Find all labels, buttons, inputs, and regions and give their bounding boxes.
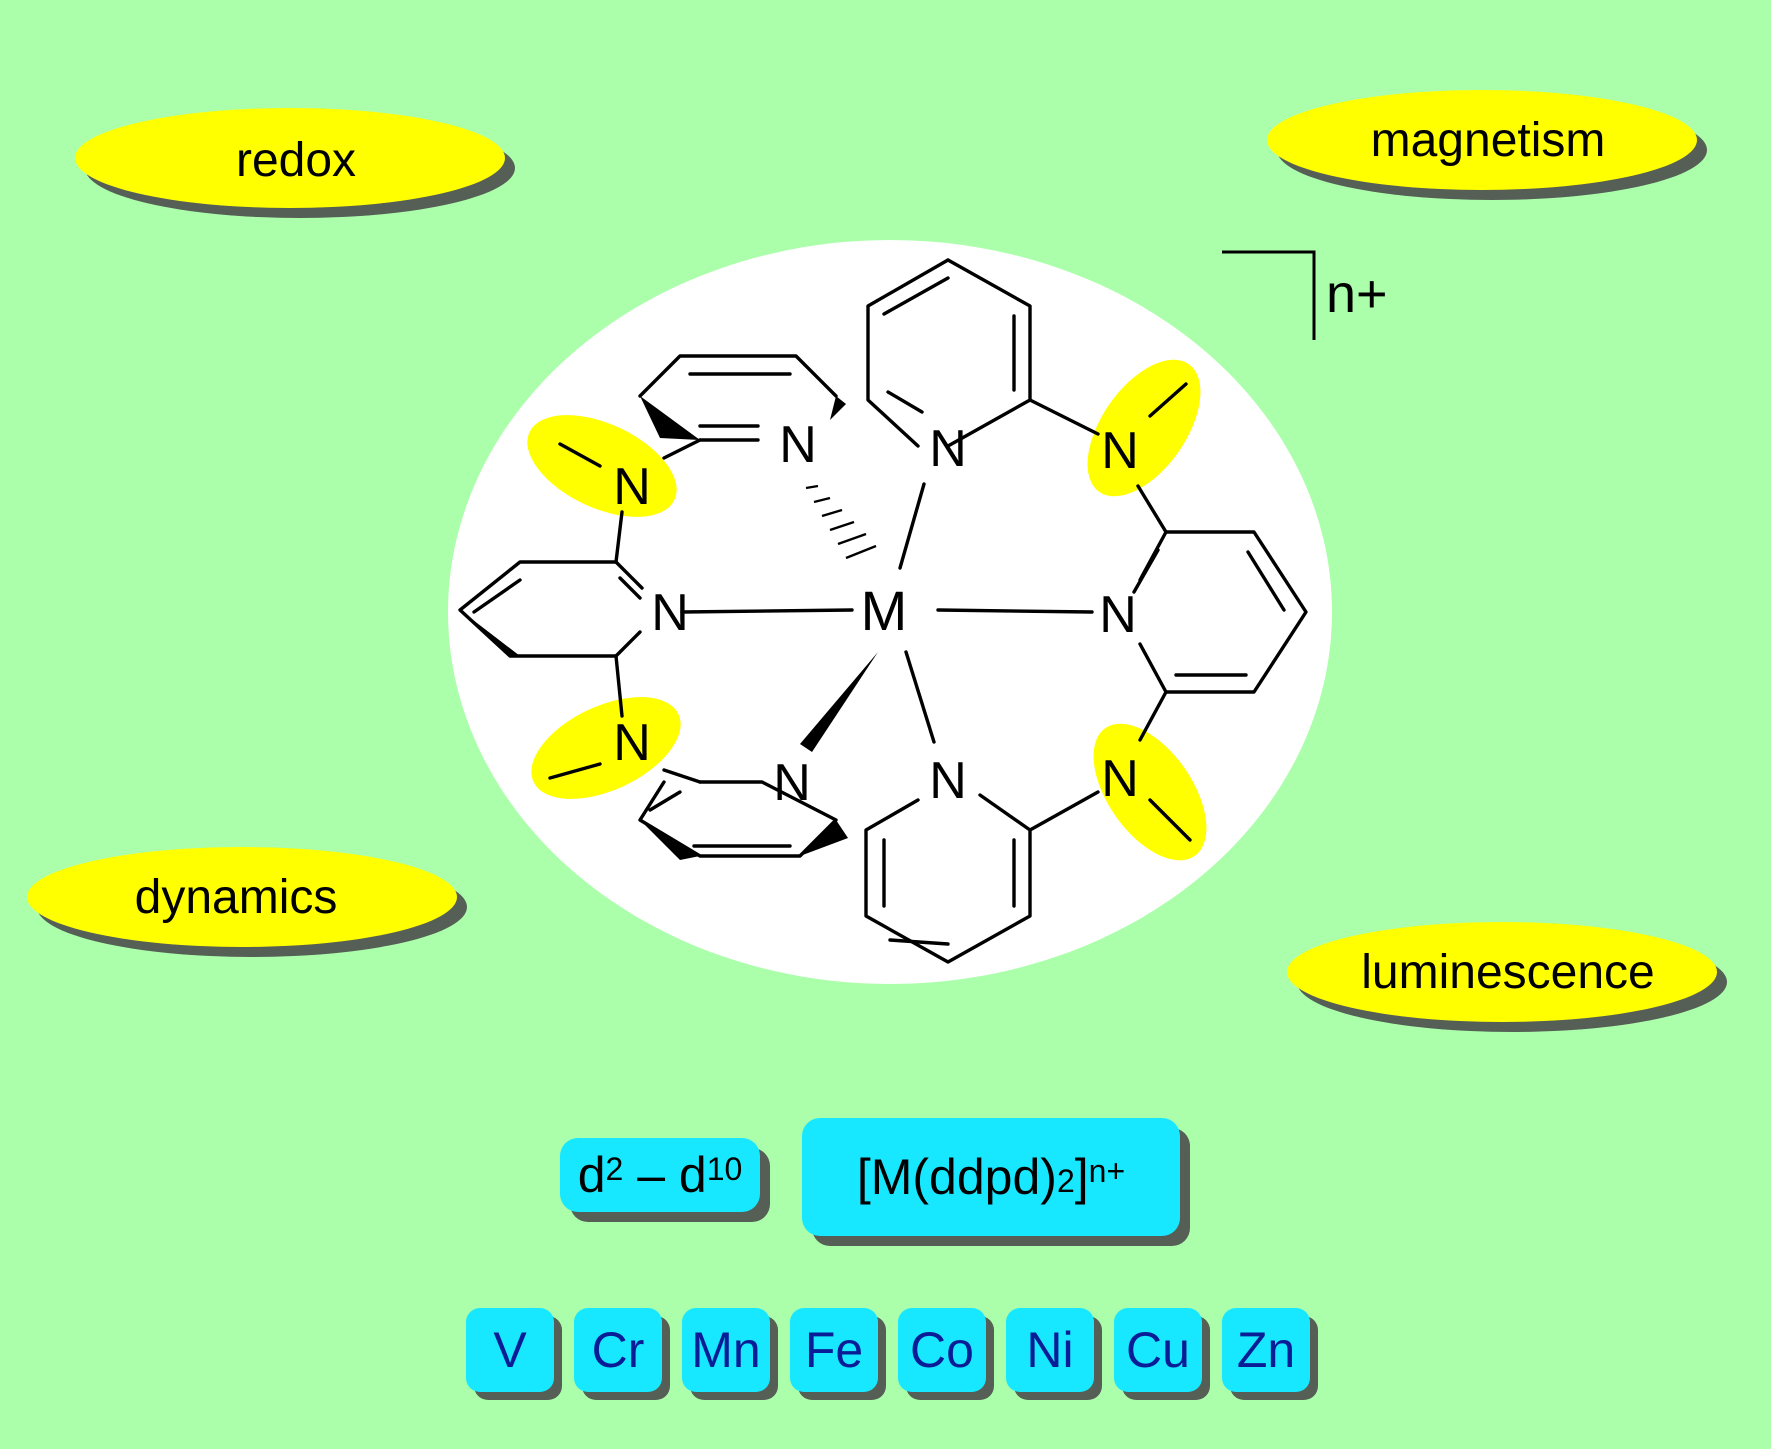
pyridine-n-lower-left: N — [773, 754, 811, 812]
amine-n-upper-right: N — [1101, 422, 1139, 480]
pyridine-n-lower-right: N — [929, 752, 967, 810]
wedge-bonds — [460, 396, 878, 860]
metal-center: M — [861, 579, 908, 642]
property-redox: redox — [75, 108, 515, 218]
magnetism-label: magnetism — [1371, 114, 1606, 167]
element-tile-zn: Zn — [1222, 1308, 1318, 1400]
element-tile-fe: Fe — [790, 1308, 886, 1400]
property-luminescence: luminescence — [1287, 922, 1727, 1032]
atom-labels: M N N N N N N N N N N — [613, 416, 1139, 812]
amine-n-lower-right: N — [1101, 750, 1139, 808]
charge-bracket — [1222, 250, 1316, 340]
element-symbol: Fe — [790, 1308, 878, 1392]
element-tile-cr: Cr — [574, 1308, 670, 1400]
property-magnetism: magnetism — [1267, 90, 1707, 200]
element-tile-co: Co — [898, 1308, 994, 1400]
element-symbol: V — [466, 1308, 554, 1392]
pyridine-n-central-right: N — [1099, 586, 1137, 644]
element-tile-cu: Cu — [1114, 1308, 1210, 1400]
property-dynamics: dynamics — [27, 847, 467, 957]
formula-text: [M(ddpd)2]n+ — [802, 1118, 1180, 1236]
amine-n-upper-left: N — [613, 458, 651, 516]
dynamics-label: dynamics — [135, 871, 338, 924]
redox-label: redox — [236, 134, 356, 187]
pyridine-n-upper-right: N — [929, 420, 967, 478]
element-symbol: Zn — [1222, 1308, 1310, 1392]
formula-box: [M(ddpd)2]n+ — [802, 1118, 1190, 1246]
element-symbol: Mn — [682, 1308, 770, 1392]
element-tile-ni: Ni — [1006, 1308, 1102, 1400]
hashed-bond — [805, 484, 877, 560]
element-symbol: Cu — [1114, 1308, 1202, 1392]
amine-n-lower-left: N — [613, 714, 651, 772]
charge-label: n+ — [1326, 264, 1388, 324]
element-symbol: Cr — [574, 1308, 662, 1392]
pyridine-n-central-left: N — [651, 584, 689, 642]
element-symbol: Co — [898, 1308, 986, 1392]
element-tile-v: V — [466, 1308, 562, 1400]
luminescence-label: luminescence — [1361, 946, 1654, 999]
amine-highlight-upper-right — [1087, 359, 1201, 497]
pyridine-n-upper-left: N — [779, 416, 817, 474]
element-tile-mn: Mn — [682, 1308, 778, 1400]
amine-highlight-upper-left — [527, 415, 677, 517]
element-symbol: Ni — [1006, 1308, 1094, 1392]
